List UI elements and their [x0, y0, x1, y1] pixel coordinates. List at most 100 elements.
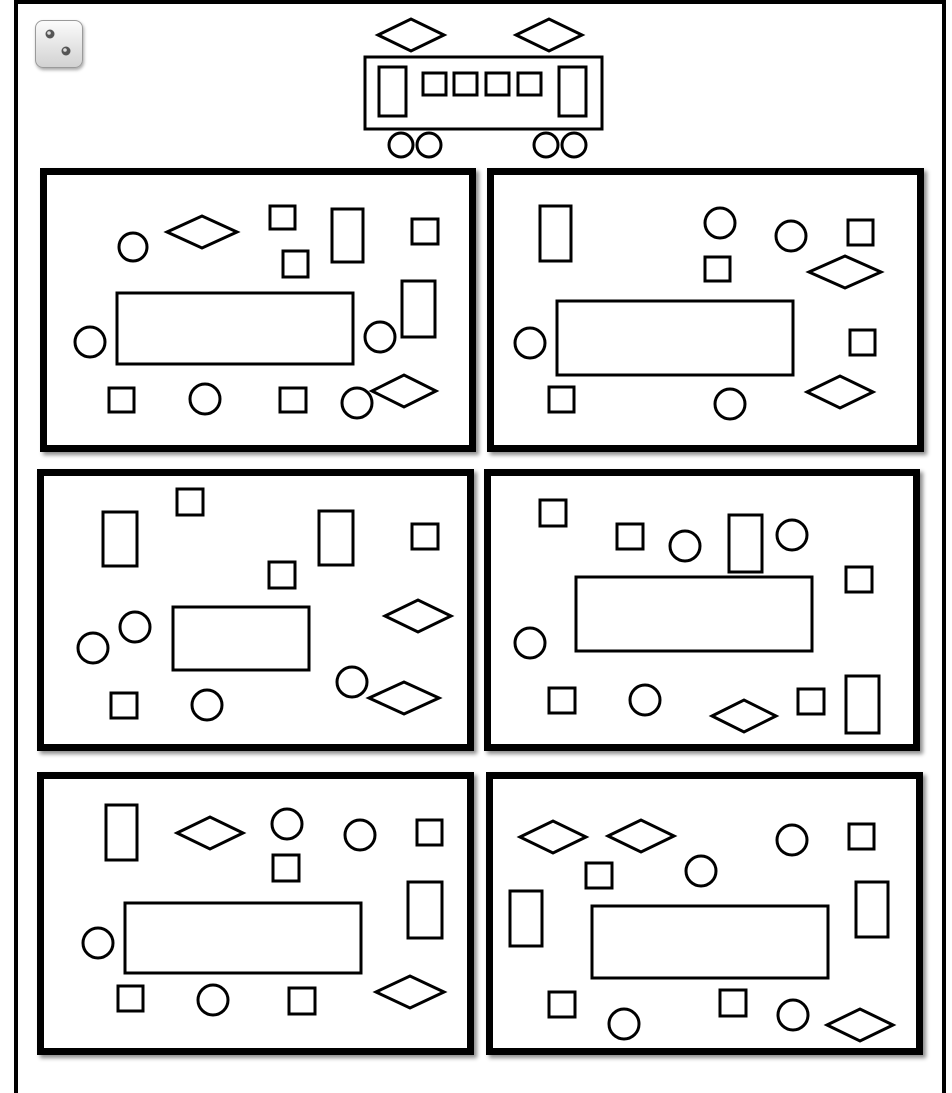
square-shape: [109, 388, 134, 412]
train-icon: [355, 14, 615, 164]
diamond-shape: [369, 682, 439, 714]
square-shape: [273, 855, 299, 881]
train-window: [486, 73, 509, 95]
square-shape: [280, 388, 306, 412]
circle-shape: [670, 531, 700, 561]
diamond-shape: [167, 216, 237, 248]
circle-shape: [630, 685, 660, 715]
train-door-right: [559, 67, 586, 116]
panel-shapes: [47, 175, 469, 445]
tall-rectangle-shape: [402, 281, 435, 337]
train-wheel: [534, 133, 558, 157]
choice-panel-2[interactable]: [487, 168, 924, 452]
circle-shape: [192, 690, 222, 720]
panel-shapes: [494, 175, 917, 445]
train-wheel: [389, 133, 413, 157]
long-rectangle-shape: [576, 577, 812, 651]
circle-shape: [272, 809, 302, 839]
choice-panel-1[interactable]: [40, 168, 476, 452]
circle-shape: [78, 633, 108, 663]
long-rectangle-shape: [557, 301, 793, 375]
diamond-shape: [807, 376, 873, 408]
panel-shapes: [491, 476, 913, 744]
circle-shape: [119, 233, 147, 261]
train-pantograph-left: [378, 19, 444, 51]
tall-rectangle-shape: [408, 882, 442, 938]
train-pantograph-right: [516, 19, 582, 51]
square-shape: [417, 820, 442, 845]
tall-rectangle-shape: [846, 676, 879, 733]
circle-shape: [365, 322, 395, 352]
tall-rectangle-shape: [106, 805, 137, 860]
square-shape: [270, 206, 295, 229]
square-shape: [177, 489, 203, 515]
diamond-shape: [372, 375, 436, 407]
long-rectangle-shape: [173, 607, 309, 670]
diamond-shape: [376, 976, 444, 1008]
square-shape: [283, 251, 308, 277]
panel-shapes: [493, 779, 916, 1048]
tall-rectangle-shape: [510, 891, 542, 946]
tall-rectangle-shape: [412, 219, 438, 244]
square-shape: [586, 863, 612, 888]
diamond-shape: [520, 821, 586, 853]
square-shape: [289, 988, 315, 1014]
choice-panel-6[interactable]: [486, 772, 923, 1055]
circle-shape: [345, 820, 375, 850]
tall-rectangle-shape: [856, 882, 888, 937]
choice-panel-5[interactable]: [37, 772, 474, 1055]
circle-shape: [337, 667, 367, 697]
circle-shape: [120, 612, 150, 642]
train-window: [423, 73, 446, 95]
tall-rectangle-shape: [103, 512, 137, 566]
circle-shape: [715, 389, 745, 419]
square-shape: [720, 990, 746, 1016]
square-shape: [846, 567, 872, 592]
tall-rectangle-shape: [540, 206, 571, 261]
square-shape: [850, 330, 875, 355]
long-rectangle-shape: [592, 906, 828, 978]
long-rectangle-shape: [125, 903, 361, 973]
square-shape: [540, 500, 566, 526]
circle-shape: [686, 856, 716, 886]
square-shape: [617, 524, 643, 549]
square-shape: [111, 693, 137, 718]
square-shape: [848, 220, 873, 245]
dice-button[interactable]: [35, 20, 83, 68]
square-shape: [549, 992, 575, 1017]
square-shape: [549, 387, 574, 412]
circle-shape: [705, 208, 735, 238]
train-wheel: [562, 133, 586, 157]
train-window: [518, 73, 541, 95]
circle-shape: [777, 520, 807, 550]
circle-shape: [515, 328, 545, 358]
square-shape: [332, 209, 363, 262]
tall-rectangle-shape: [729, 515, 762, 572]
circle-shape: [190, 384, 220, 414]
diamond-shape: [385, 600, 451, 632]
circle-shape: [83, 928, 113, 958]
diamond-shape: [809, 256, 881, 288]
choice-panel-3[interactable]: [37, 469, 474, 751]
long-rectangle-shape: [75, 327, 105, 357]
circle-shape: [515, 628, 545, 658]
square-shape: [549, 688, 575, 713]
square-shape: [269, 562, 295, 588]
panel-shapes: [44, 476, 467, 744]
dice-icon: [36, 21, 82, 67]
circle-shape: [198, 985, 228, 1015]
circle-shape: [609, 1009, 639, 1039]
circle-shape: [342, 388, 372, 418]
train-window: [454, 73, 477, 95]
square-shape: [118, 986, 143, 1011]
circle-shape: [777, 825, 807, 855]
tall-rectangle-shape: [319, 511, 353, 565]
choice-panel-4[interactable]: [484, 469, 920, 751]
square-shape: [849, 824, 874, 849]
diamond-shape: [608, 820, 674, 852]
square-shape: [798, 689, 824, 714]
square-shape: [412, 524, 438, 549]
panel-shapes: [44, 779, 467, 1048]
square-shape: [705, 257, 730, 281]
diamond-shape: [712, 700, 776, 732]
